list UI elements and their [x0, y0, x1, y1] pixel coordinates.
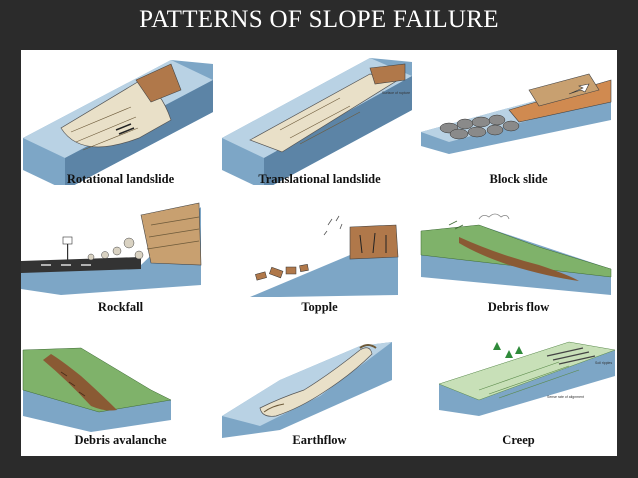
debris-flow-illustration	[420, 213, 612, 295]
earthflow-label: Earthflow	[292, 433, 347, 447]
diagram-debris-avalanche: Debris avalanche	[21, 320, 220, 455]
diagram-block-slide: Block slide	[419, 50, 618, 186]
block-slide-label: Block slide	[489, 172, 548, 186]
topple-label: Topple	[301, 300, 338, 314]
translational-landslide-illustration: Surface of rupture	[222, 58, 412, 185]
diagram-topple: Topple	[220, 185, 419, 320]
diagram-earthflow: Earthflow	[220, 320, 419, 455]
creep-illustration: Soil ripples Sense rate of alignment	[438, 341, 616, 416]
topple-illustration	[250, 215, 399, 297]
debris-avalanche-illustration	[22, 347, 172, 432]
debris-flow-label: Debris flow	[487, 300, 550, 314]
block-slide-illustration	[421, 73, 612, 154]
diagram-rotational-landslide: Rotational landslide	[21, 50, 220, 186]
diagram-creep: Soil ripples Sense rate of alignment Cre…	[419, 320, 618, 455]
creep-label: Creep	[502, 433, 535, 447]
diagram-debris-flow: Debris flow	[419, 185, 618, 320]
diagram-translational-landslide: Surface of rupture Translational landsli…	[220, 50, 419, 186]
diagram-rockfall: Rockfall	[21, 185, 220, 320]
rockfall-illustration	[21, 202, 202, 295]
surface-of-rupture-annotation: Surface of rupture	[382, 91, 410, 95]
soil-ripples-annotation: Soil ripples	[595, 361, 612, 365]
rotational-landslide-label: Rotational landslide	[66, 172, 175, 186]
rockfall-label: Rockfall	[97, 300, 144, 314]
slide-title: PATTERNS OF SLOPE FAILURE	[139, 6, 499, 33]
earthflow-illustration	[222, 342, 392, 438]
diagram-panel: Rotational landslide Surface of rupture …	[21, 50, 617, 456]
rotational-landslide-illustration	[23, 60, 213, 185]
sense-rate-annotation: Sense rate of alignment	[547, 395, 584, 399]
debris-avalanche-label: Debris avalanche	[74, 433, 167, 447]
translational-landslide-label: Translational landslide	[258, 172, 381, 186]
